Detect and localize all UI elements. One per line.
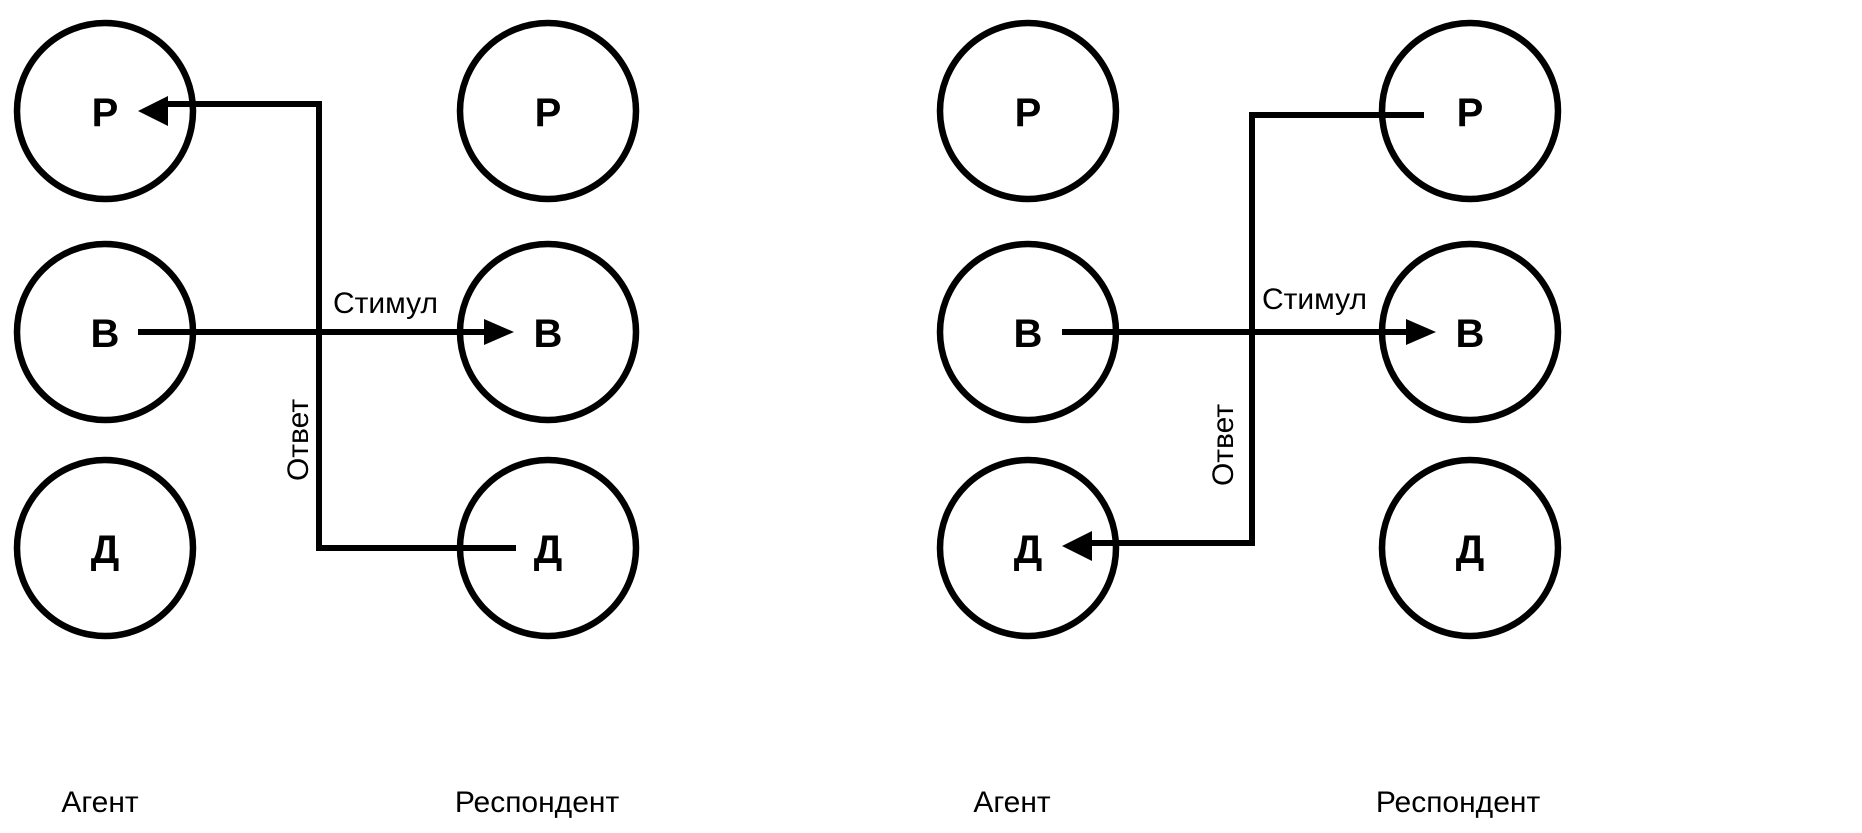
response-arrow: Ответ	[138, 96, 516, 551]
respondent-child-letter: Д	[1456, 528, 1485, 572]
stimulus-label: Стимул	[1262, 283, 1367, 316]
respondent-column: Р В Д Респондент	[1376, 19, 1562, 819]
diagram-right: Р В Д Агент Р В Д Респондент Стимул	[936, 19, 1562, 819]
respondent-label: Респондент	[1376, 786, 1541, 819]
response-line	[164, 101, 516, 551]
response-arrowhead	[1062, 531, 1092, 561]
agent-child-circle	[13, 456, 197, 640]
respondent-label: Респондент	[455, 786, 620, 819]
agent-label: Агент	[61, 786, 139, 819]
response-label: Ответ	[1207, 404, 1240, 486]
agent-parent-circle	[936, 19, 1120, 203]
respondent-child-letter: Д	[534, 528, 563, 572]
response-line	[1088, 112, 1424, 546]
agent-adult-letter: В	[91, 312, 120, 356]
agent-child-letter: Д	[1014, 528, 1043, 572]
diagram-left: Р В Д Агент Р В Д Респондент Стимул	[13, 19, 640, 819]
response-label: Ответ	[282, 399, 315, 481]
agent-parent-circle	[13, 19, 197, 203]
agent-parent-letter: Р	[1015, 91, 1042, 135]
stimulus-arrow: Стимул	[1062, 283, 1436, 345]
respondent-adult-letter: В	[1456, 312, 1485, 356]
stimulus-arrow: Стимул	[138, 287, 514, 345]
agent-label: Агент	[973, 786, 1051, 819]
stimulus-arrowhead	[1406, 319, 1436, 345]
respondent-column: Р В Д Респондент	[455, 19, 640, 819]
respondent-parent-circle	[456, 19, 640, 203]
agent-child-letter: Д	[91, 528, 120, 572]
agent-column: Р В Д Агент	[936, 19, 1120, 819]
stimulus-arrowhead	[484, 319, 514, 345]
stimulus-label: Стимул	[333, 287, 438, 320]
agent-column: Р В Д Агент	[13, 19, 197, 819]
respondent-parent-letter: Р	[1457, 91, 1484, 135]
respondent-adult-letter: В	[534, 312, 563, 356]
agent-parent-letter: Р	[92, 91, 119, 135]
response-arrow: Ответ	[1062, 112, 1424, 561]
agent-child-circle	[936, 456, 1120, 640]
respondent-parent-circle	[1378, 19, 1562, 203]
response-arrowhead	[138, 96, 168, 126]
respondent-parent-letter: Р	[535, 91, 562, 135]
agent-adult-letter: В	[1014, 312, 1043, 356]
respondent-child-circle	[1378, 456, 1562, 640]
